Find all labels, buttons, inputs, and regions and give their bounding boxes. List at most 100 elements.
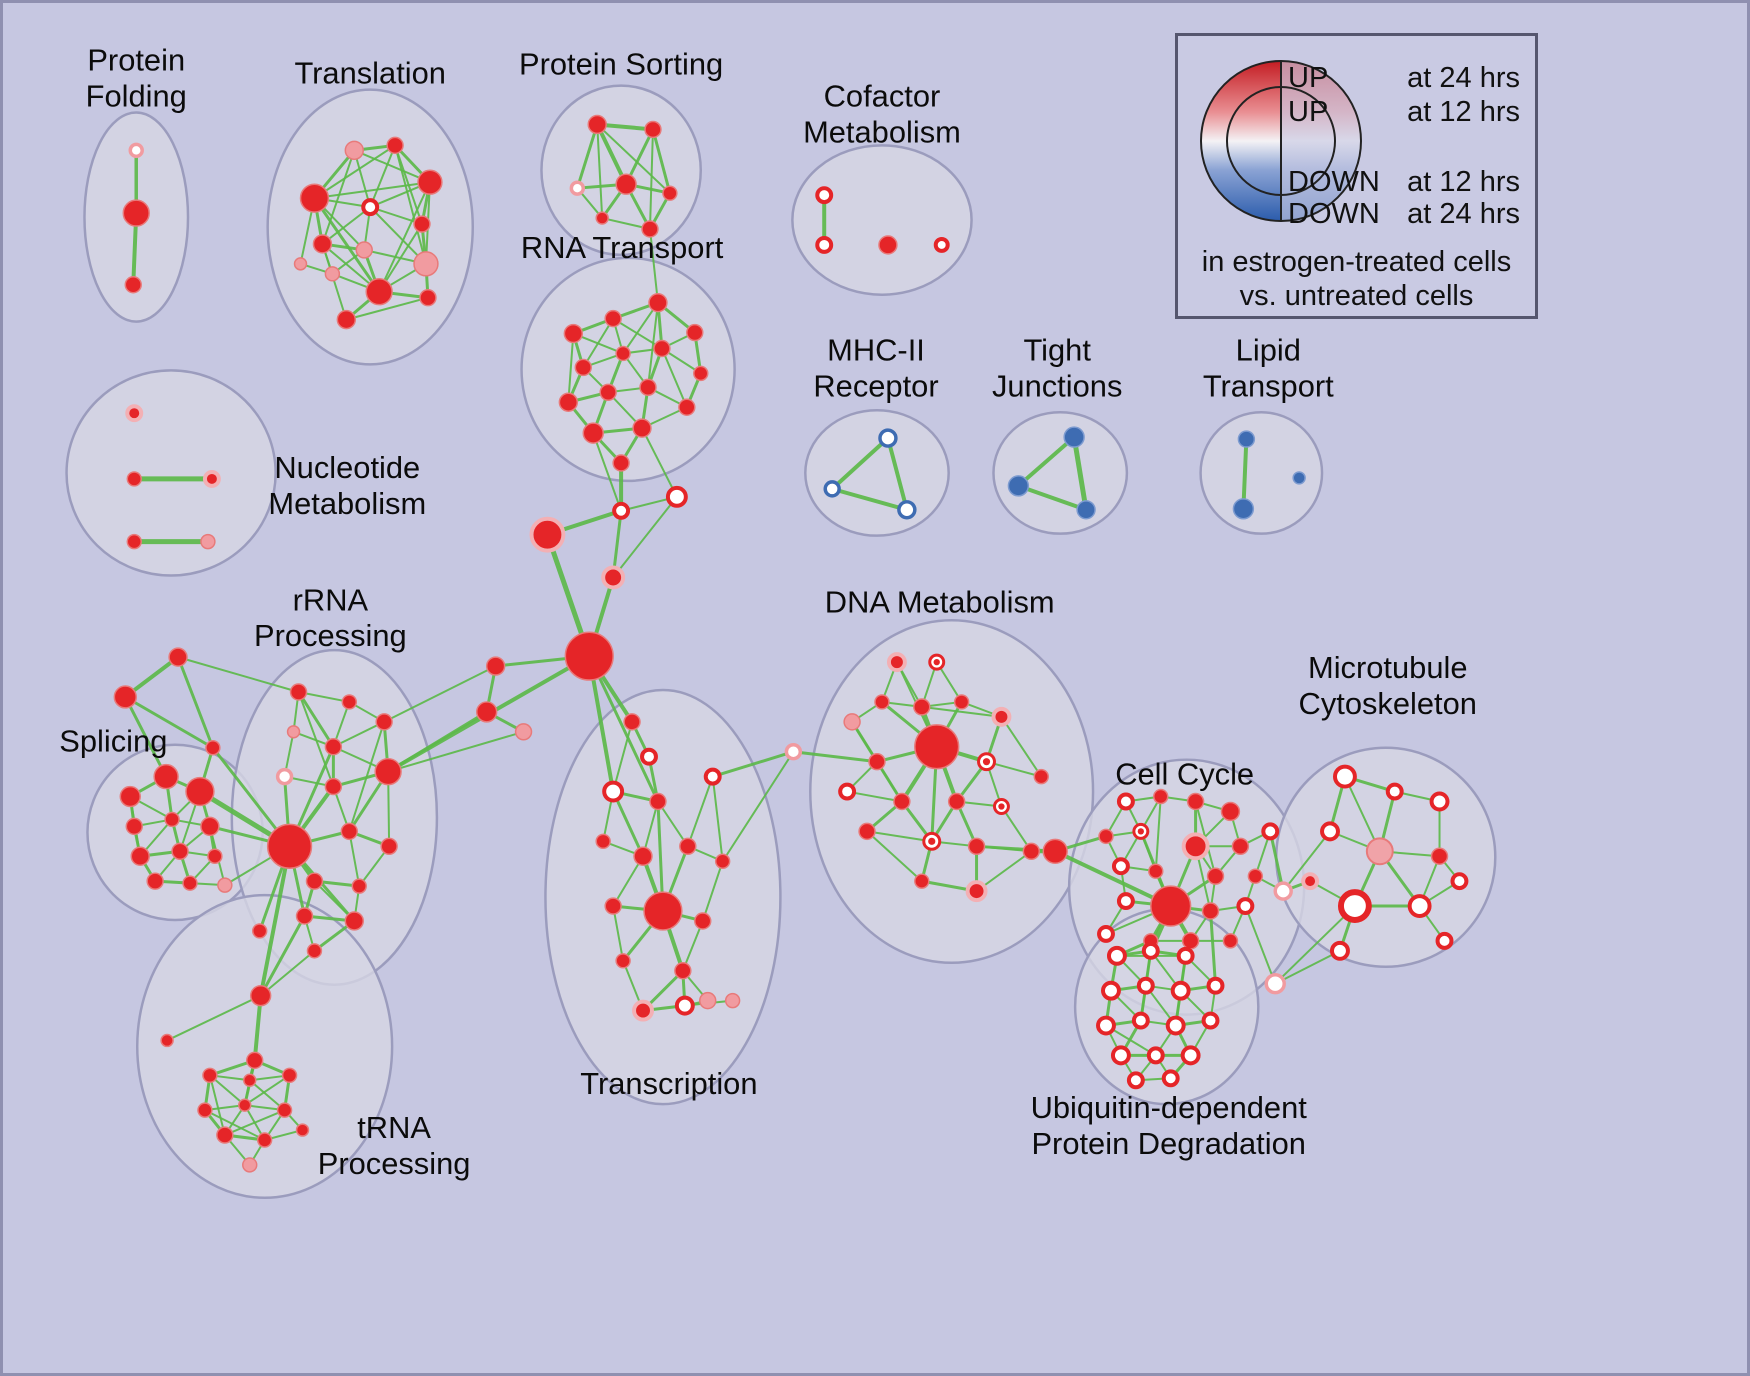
gene-node-red <box>574 358 592 377</box>
gene-node-pinkring <box>128 142 144 159</box>
gene-node-ring <box>674 995 695 1016</box>
gene-node-red <box>126 533 142 550</box>
cluster-label-mhc: MHC-II <box>827 332 925 367</box>
gene-node-red <box>714 853 731 869</box>
gene-node-pink <box>324 266 341 282</box>
network-edge <box>1209 909 1218 988</box>
gene-node-ring <box>1236 897 1255 916</box>
gene-node-red <box>126 471 142 487</box>
gene-node-bluering <box>897 500 917 520</box>
gene-node-ring <box>1101 980 1121 1001</box>
gene-node-halo <box>125 404 144 423</box>
gene-node-red <box>558 392 579 412</box>
legend-term: DOWN <box>1288 198 1380 230</box>
network-edge <box>612 905 625 962</box>
network-edge <box>612 317 663 350</box>
network-edge <box>1016 483 1089 512</box>
gene-node-red <box>612 454 630 472</box>
gene-node-red <box>375 713 393 731</box>
cluster-label-transcription: Transcription <box>580 1066 757 1101</box>
network-edge <box>312 196 381 294</box>
gene-node-red <box>246 1051 264 1070</box>
network-edge <box>123 695 168 779</box>
gene-node-dot <box>933 658 940 666</box>
network-edge <box>830 486 909 512</box>
gene-node-red <box>485 656 506 676</box>
gene-node-red <box>662 185 678 201</box>
gene-node-red <box>119 785 141 808</box>
gene-node-pink <box>699 991 717 1010</box>
gene-node-ring <box>1320 821 1340 842</box>
network-edge <box>791 750 879 764</box>
gene-node-red <box>1206 867 1225 885</box>
gene-node-halo <box>1301 872 1320 891</box>
network-edge <box>369 206 427 265</box>
gene-node-halo <box>632 999 654 1022</box>
gene-node-red <box>604 897 622 915</box>
gene-node-pinkring <box>569 180 586 196</box>
gene-node-red <box>374 757 402 786</box>
gene-node-halo <box>601 565 626 590</box>
gene-node-red <box>1042 838 1068 864</box>
gene-node-red <box>1181 932 1200 950</box>
gene-node-ring <box>361 198 380 217</box>
gene-node-red <box>874 694 890 710</box>
gene-node-red <box>306 943 323 959</box>
gene-node-blue <box>1007 475 1030 497</box>
gene-node-red <box>858 822 876 841</box>
network-edge <box>596 123 671 195</box>
gene-node-red <box>1033 768 1049 785</box>
network-edge <box>866 830 923 883</box>
gene-node-halo <box>965 880 988 903</box>
cluster-ellipse-translation <box>266 88 475 366</box>
gene-node-red <box>913 698 931 716</box>
gene-node-red <box>256 1132 273 1148</box>
gene-node-pink <box>413 251 439 277</box>
network-edge <box>582 317 615 369</box>
gene-node-ring <box>1201 1011 1220 1030</box>
network-edge <box>622 301 659 355</box>
legend-time: at 12 hrs <box>1407 96 1520 128</box>
cluster-ellipse-trna <box>135 893 394 1200</box>
gene-node-red <box>644 120 662 139</box>
network-edge <box>252 993 263 1063</box>
gene-node-red <box>1430 847 1449 865</box>
network-edge <box>611 790 645 858</box>
network-edge <box>176 655 215 750</box>
gene-node-pink <box>200 533 216 550</box>
network-edge <box>297 690 335 788</box>
legend-term: DOWN <box>1288 166 1380 198</box>
gene-node-ring <box>640 747 658 766</box>
gene-node-red <box>124 276 142 294</box>
network-edge <box>387 730 525 773</box>
gene-node-red <box>953 694 970 710</box>
gene-node-halo <box>991 706 1012 727</box>
gene-node-red <box>146 872 164 890</box>
gene-node-red <box>599 383 617 402</box>
network-edge <box>711 750 795 779</box>
gene-node-pink <box>286 725 301 739</box>
network-edge <box>646 301 659 389</box>
network-edge <box>1274 905 1356 985</box>
network-edge <box>656 800 689 848</box>
gene-node-red <box>653 339 671 358</box>
gene-node-red <box>202 1067 218 1084</box>
gene-node-ring <box>1131 1011 1150 1030</box>
cluster-label-cellcycle: Cell Cycle <box>1115 757 1254 792</box>
network-edge <box>1244 905 1277 985</box>
gene-node-red <box>1201 902 1220 920</box>
cluster-label-microtubule: Microtubule <box>1308 650 1468 685</box>
gene-node-ring <box>1141 941 1160 960</box>
network-edge <box>321 149 356 245</box>
cluster-label-nucleotide: Metabolism <box>268 486 426 521</box>
gene-node-ring <box>1126 1071 1145 1090</box>
gene-node-red <box>164 811 180 828</box>
gene-node-ring <box>602 780 625 803</box>
gene-node-red <box>615 173 637 195</box>
gene-node-red <box>643 891 683 931</box>
gene-node-ring <box>1165 1015 1186 1036</box>
gene-node-pink <box>242 1157 258 1173</box>
gene-node-red <box>324 738 343 756</box>
network-edge <box>297 690 335 749</box>
network-edge <box>386 710 489 774</box>
